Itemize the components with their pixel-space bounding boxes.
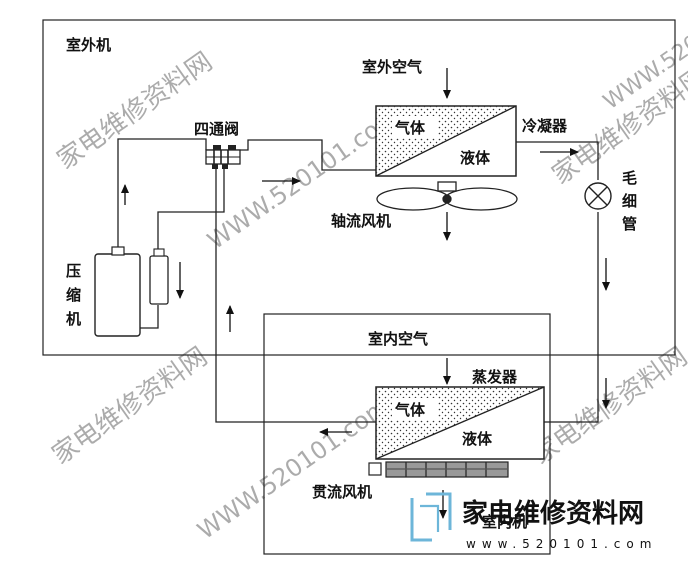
label-crossflow-fan: 贯流风机: [312, 483, 372, 501]
axial-fan: [376, 181, 518, 211]
pipe-valve-to-condenser: [228, 139, 376, 171]
condenser-heat-exchanger: [375, 105, 517, 177]
capillary-tube: [584, 182, 612, 210]
label-condenser: 冷凝器: [522, 117, 568, 135]
wm-cn-2: 家电维修资料网: [47, 342, 213, 471]
wm-cn-1: 家电维修资料网: [52, 47, 218, 176]
label-evaporator: 蒸发器: [472, 368, 518, 386]
four-way-valve: [205, 145, 241, 169]
label-compressor-2: 缩: [66, 286, 81, 304]
logo-url: www.520101.com: [466, 537, 657, 551]
label-capillary-1: 毛: [622, 169, 637, 187]
pipe-accumulator-to-compressor: [140, 305, 159, 329]
logo-text: 家电维修资料网: [462, 498, 644, 529]
label-indoor-unit: 室内机: [482, 513, 527, 531]
label-compressor-3: 机: [66, 310, 81, 328]
label-capillary-2: 细: [622, 192, 637, 210]
pipe-capillary-to-evaporator: [544, 212, 599, 423]
label-evaporator-liquid: 液体: [462, 430, 493, 448]
outdoor-unit-frame: [42, 19, 676, 356]
label-indoor-air: 室内空气: [368, 330, 428, 348]
label-capillary-3: 管: [622, 215, 637, 233]
wm-url-2: WWW.520101.com: [192, 392, 394, 545]
label-condenser-liquid: 液体: [460, 149, 491, 167]
flow-arrows: [121, 68, 610, 519]
pipe-evaporator-to-valve: [215, 164, 376, 423]
label-axial-fan: 轴流风机: [331, 212, 391, 230]
site-logo-watermark: 家电维修资料网 www.520101.com: [410, 492, 657, 551]
diagonal-watermarks: 家电维修资料网 家电维修资料网 家电维修资料网 家电维修资料网 WWW.5201…: [47, 0, 688, 545]
diagram-labels: 室外机 室外空气 四通阀 冷凝器 气体 液体 轴流风机 毛 细 管 压 缩 机 …: [66, 36, 637, 531]
label-outdoor-air: 室外空气: [362, 58, 422, 76]
label-evaporator-gas: 气体: [394, 401, 426, 419]
evaporator-heat-exchanger: [375, 386, 545, 460]
logo-mark-icon: [410, 492, 452, 542]
indoor-unit-frame: [263, 313, 551, 555]
compressor: [94, 246, 141, 337]
label-outdoor-unit: 室外机: [66, 36, 111, 54]
pipe-valve-to-accumulator: [157, 164, 225, 255]
pipe-compressor-to-valve: [117, 138, 207, 248]
label-compressor-1: 压: [66, 262, 81, 280]
label-condenser-gas: 气体: [394, 119, 426, 137]
accumulator: [149, 248, 169, 305]
label-four-way-valve: 四通阀: [194, 120, 239, 138]
pipe-condenser-to-capillary: [516, 141, 599, 180]
wm-cn-4: 家电维修资料网: [527, 342, 688, 471]
crossflow-fan: [368, 461, 509, 478]
